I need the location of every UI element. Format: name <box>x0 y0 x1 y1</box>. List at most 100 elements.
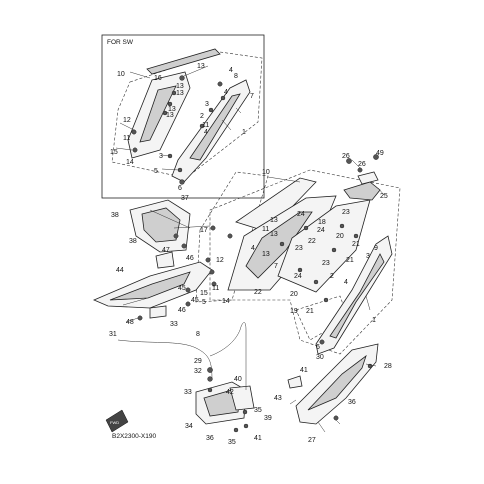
callout-13: 13 <box>262 251 270 258</box>
callout-32: 40 <box>234 376 242 383</box>
callout-45: 45 <box>178 285 186 292</box>
lower-cowl-inner <box>109 271 191 301</box>
callout-40: 41 <box>300 367 308 374</box>
callout-12: 12 <box>216 257 224 264</box>
callout-24: 24 <box>297 211 305 218</box>
clip-part-26 <box>357 171 379 185</box>
callout-25: 25 <box>380 193 388 200</box>
callout-6: 30 <box>316 354 324 361</box>
callout-6: 6 <box>178 185 182 192</box>
callout-1: 1 <box>242 129 246 136</box>
callout-4: 4 <box>344 279 348 286</box>
callout-28: 33 <box>184 389 192 396</box>
callout-3: 3 <box>205 101 209 108</box>
callout-13: 13 <box>270 231 278 238</box>
inset-strip-part <box>146 48 221 75</box>
inset-panel: FOR SW <box>101 34 265 199</box>
callout-13: 13 <box>176 90 184 97</box>
callout-48: 33 <box>170 321 178 328</box>
callout-49: 49 <box>376 150 384 157</box>
hose-clamp <box>207 376 213 382</box>
callout-22: 22 <box>308 238 316 245</box>
callout-5: 5 <box>202 299 206 306</box>
fwd-badge-text: FWD <box>110 420 119 425</box>
callout-24: 24 <box>294 273 302 280</box>
callout-23: 23 <box>295 245 303 252</box>
callout-36: 35 <box>254 407 262 414</box>
callout-1: 1 <box>372 317 376 324</box>
fwd-arrow-badge: FWD <box>105 409 129 433</box>
callout-20: 20 <box>336 233 344 240</box>
callout-2: 2 <box>200 113 204 120</box>
callout-21: 21 <box>352 241 360 248</box>
callout-13: 13 <box>197 63 205 70</box>
inset-assembly-outline <box>111 51 263 179</box>
inset-bolts <box>131 75 226 185</box>
callout-33: 31 <box>109 331 117 338</box>
callout-21: 21 <box>346 257 354 264</box>
inset-callouts: 16 13 10 4 13 13 8 4 13 7 12 3 13 11 2 1… <box>110 63 254 192</box>
diagram-code: B2X2300-X190 <box>112 433 156 440</box>
callout-29: 32 <box>194 368 202 375</box>
right-side-cover-part <box>315 235 393 355</box>
callout-26: 26 <box>358 161 366 168</box>
clip-part-40 <box>287 375 303 389</box>
inset-left-panel-inner <box>139 85 177 143</box>
callout-10: 10 <box>117 71 125 78</box>
callout-5: 5 <box>154 168 158 175</box>
main-callouts: 26 49 26 10 25 37 23 38 24 13 18 24 17 1… <box>109 150 392 446</box>
callout-19: 19 <box>290 308 298 315</box>
callout-31: 8 <box>196 331 200 338</box>
callout-24: 24 <box>317 227 325 234</box>
right-side-cover-inner <box>329 253 385 339</box>
top-bracket-part <box>343 181 381 201</box>
clip-part-48 <box>149 305 167 319</box>
callout-13: 13 <box>270 217 278 224</box>
callout-15: 15 <box>110 149 118 156</box>
small-bracket-part <box>155 251 175 269</box>
inset-label: FOR SW <box>107 39 134 46</box>
callout-22: 22 <box>254 289 262 296</box>
callout-8: 6 <box>316 344 320 351</box>
callout-30: 29 <box>194 358 202 365</box>
callout-36: 35 <box>228 439 236 446</box>
main-bolts <box>137 154 379 433</box>
callout-3: 3 <box>366 253 370 260</box>
callout-15: 15 <box>200 290 208 297</box>
lower-right-cover-inner <box>307 354 367 411</box>
center-panel-inner <box>245 211 313 279</box>
callout-8: 8 <box>234 73 238 80</box>
callout-41: 28 <box>384 363 392 370</box>
callout-45: 45 <box>191 297 199 304</box>
callout-13: 13 <box>168 106 176 113</box>
callout-26: 26 <box>342 153 350 160</box>
callout-43: 36 <box>348 399 356 406</box>
callout-11: 11 <box>202 122 209 129</box>
callout-4: 4 <box>204 129 208 136</box>
callout-33: 42 <box>226 389 234 396</box>
callout-23: 23 <box>322 260 330 267</box>
callout-37: 37 <box>181 195 189 202</box>
callout-11: 11 <box>212 285 219 292</box>
callout-11: 11 <box>262 226 269 233</box>
callout-7: 7 <box>274 263 278 270</box>
callout-20: 20 <box>290 291 298 298</box>
callout-10: 10 <box>262 169 270 176</box>
callout-47: 47 <box>162 247 170 254</box>
callout-3: 3 <box>159 153 163 160</box>
callout-4: 4 <box>229 67 233 74</box>
overflow-hose-part <box>209 322 247 390</box>
callout-18: 18 <box>318 219 326 226</box>
callout-4: 4 <box>251 245 255 252</box>
callout-13: 13 <box>176 83 184 90</box>
left-panel-inner <box>141 207 181 243</box>
callout-4: 4 <box>224 89 228 96</box>
callout-38: 38 <box>129 238 137 245</box>
callout-35: 41 <box>254 435 262 442</box>
callout-44: 44 <box>116 267 124 274</box>
callout-14: 14 <box>126 159 134 166</box>
callout-13: 13 <box>166 112 174 119</box>
main-assembly: FWD <box>92 150 401 446</box>
callout-7: 7 <box>250 93 254 100</box>
